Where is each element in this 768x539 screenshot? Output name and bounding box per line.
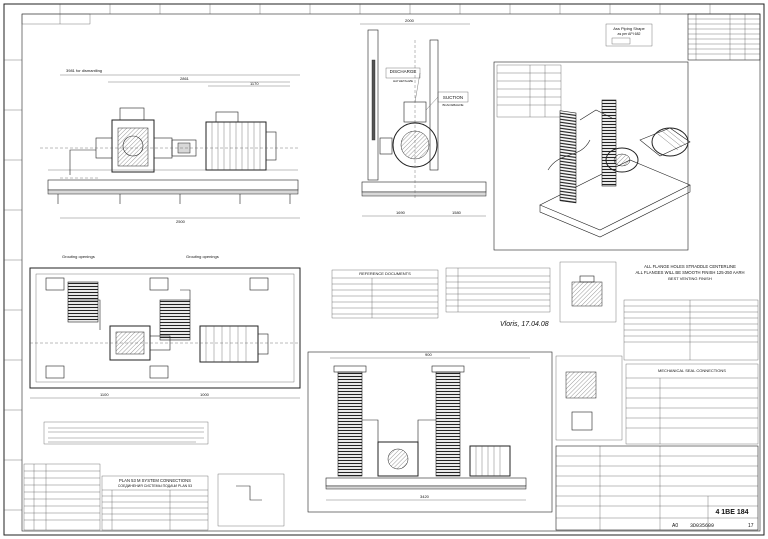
dim-1000: 1000 <box>200 392 210 397</box>
dim-1170: 1170 <box>250 81 259 86</box>
dim-3420: 3420 <box>420 494 430 499</box>
dim-2861: 2861 <box>180 76 190 81</box>
plan-title: PLAN 53 M SYSTEM CONNECTIONS <box>119 478 191 483</box>
flanges-note-3: BEST VENTING FINISH <box>668 276 712 281</box>
sheet-border <box>3 3 765 536</box>
doc-code: 3D035609 <box>690 523 714 529</box>
doc-number: 4 1BE 184 <box>715 509 748 516</box>
sheet-size: A0 <box>672 523 678 529</box>
general-notes-table: Vloris, 17.04.08 <box>445 267 551 328</box>
revision-number: 17 <box>748 523 754 529</box>
side-elevation-view: 2000 1690 1580 DISCHARGE НАГНЕТАНИЕ SUCT… <box>360 18 487 217</box>
signature: Vloris, 17.04.08 <box>500 321 549 328</box>
flange-detail <box>559 261 617 323</box>
plan53-table: PLAN 53 M SYSTEM CONNECTIONS СОЕДИНЕНИЯ … <box>23 463 285 531</box>
notes-box <box>43 421 209 445</box>
title-block: 4 1BE 184 A0 3D035609 17 <box>555 445 759 531</box>
suction-sub: ВСАСЫВАНИЕ <box>443 103 464 107</box>
ref-docs-title: REFERENCE DOCUMENTS <box>359 271 411 276</box>
flanges-note-2: ALL FLANGES WILL BE SMOOTH FINISH 125-25… <box>635 270 744 275</box>
dim-1690: 1690 <box>396 210 406 215</box>
dim-1580: 1580 <box>452 210 462 215</box>
flanges-note: ALL FLANGE HOLES STRADDLE CENTERLINE ALL… <box>623 264 759 361</box>
dim-900: 900 <box>425 352 432 357</box>
piping-note-2: as per API 682 <box>618 32 641 36</box>
plan-title-ru: СОЕДИНЕНИЯ СИСТЕМЫ ПОДАЧИ PLAN 53 <box>118 484 192 488</box>
isometric-view <box>493 61 691 251</box>
discharge-label: DISCHARGE <box>390 69 417 74</box>
reference-documents-table: REFERENCE DOCUMENTS <box>331 269 439 319</box>
dim-top-center: 2000 <box>405 18 415 23</box>
dim-1100: 1100 <box>100 392 109 397</box>
plan-view: Grouting openings Grouting openings 1100… <box>29 254 301 399</box>
grouting-left: Grouting openings <box>62 254 95 259</box>
flanges-note-1: ALL FLANGE HOLES STRADDLE CENTERLINE <box>644 264 736 269</box>
mech-seal-title: MECHANICAL SEAL CONNECTIONS <box>658 368 726 373</box>
revision-table <box>687 13 761 61</box>
suction-label: SUCTION <box>443 95 463 100</box>
dismantle-note: 3981 for dismantling <box>66 68 102 73</box>
grouting-right: Grouting openings <box>186 254 219 259</box>
front-view-coolers: 900 3420 <box>307 351 553 513</box>
piping-note-box: Ass Piping Shape as per API 682 <box>605 23 653 47</box>
discharge-sub: НАГНЕТАНИЕ <box>393 79 413 83</box>
piping-note: Ass Piping Shape <box>613 26 645 31</box>
dim-2500: 2500 <box>176 219 186 224</box>
front-elevation-view: 3981 for dismantling 2861 1170 2500 <box>40 68 300 224</box>
mechanical-seal-block: MECHANICAL SEAL CONNECTIONS <box>555 355 759 445</box>
